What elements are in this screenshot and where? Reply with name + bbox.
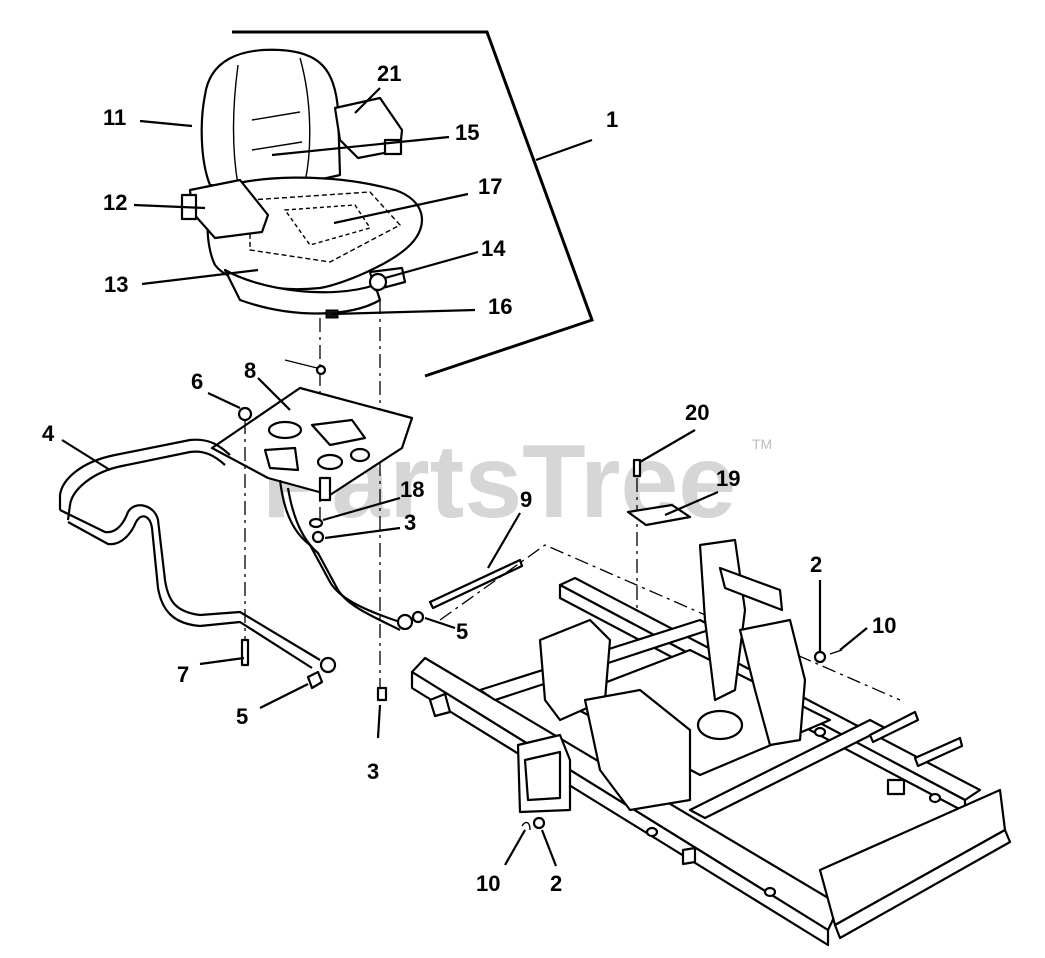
callout-4: 4 (42, 421, 55, 446)
watermark-trademark: TM (752, 436, 772, 452)
callout-labels: 1 2 2 3 3 4 5 5 6 7 8 9 10 10 11 12 13 1… (42, 61, 896, 896)
washer-18 (308, 517, 324, 529)
bolt-7 (240, 638, 250, 667)
callout-6: 6 (191, 369, 203, 394)
seat-mount-plate (210, 359, 414, 502)
callout-3-lower: 3 (367, 759, 379, 784)
callout-11: 11 (103, 105, 126, 130)
spacer-5-left (306, 670, 324, 690)
callout-14: 14 (481, 236, 506, 261)
callout-20: 20 (685, 400, 709, 425)
callout-5-right: 5 (456, 619, 468, 644)
callout-21: 21 (377, 61, 401, 86)
callout-7: 7 (177, 662, 189, 687)
leader-lines (61, 30, 868, 867)
callout-12: 12 (103, 190, 127, 215)
nut-3-upper (311, 530, 325, 544)
rod-9 (428, 558, 524, 610)
nut-3-lower (376, 686, 388, 702)
callout-1: 1 (606, 107, 618, 132)
main-frame (410, 538, 1012, 947)
pin-10-right (829, 649, 843, 655)
nut-6 (237, 406, 253, 422)
callout-2-right: 2 (810, 552, 822, 577)
callout-10-right: 10 (872, 613, 896, 638)
washer-2-right (813, 650, 827, 664)
screw-20 (632, 458, 642, 478)
callout-15: 15 (455, 120, 479, 145)
callout-9: 9 (520, 487, 532, 512)
callout-17: 17 (478, 174, 502, 199)
seat-backrest (200, 48, 342, 189)
callout-3-upper: 3 (404, 510, 416, 535)
callout-2-left: 2 (550, 871, 562, 896)
callout-19: 19 (716, 466, 740, 491)
callout-13: 13 (104, 272, 128, 297)
callout-8: 8 (244, 358, 256, 383)
spacer-5-right (411, 610, 425, 624)
callout-10-left: 10 (476, 871, 500, 896)
callout-18: 18 (400, 477, 424, 502)
pin-10-left (521, 821, 531, 831)
washer-2-left (532, 816, 546, 830)
callout-16: 16 (488, 294, 512, 319)
callout-5-left: 5 (236, 704, 248, 729)
seat-support-rails (58, 438, 414, 674)
